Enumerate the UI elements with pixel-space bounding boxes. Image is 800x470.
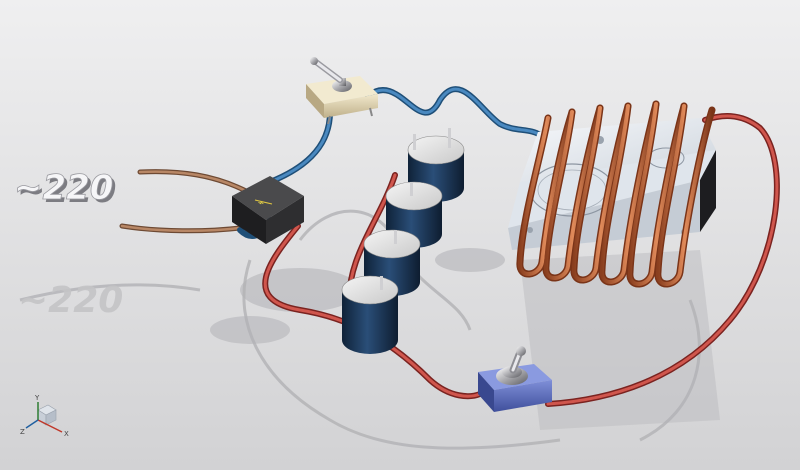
input-wires bbox=[119, 169, 251, 234]
floor-shadows bbox=[210, 248, 720, 430]
title-text-depth: ~220 bbox=[17, 171, 116, 211]
y-axis-label: Y bbox=[34, 394, 40, 402]
x-axis-label: X bbox=[64, 430, 69, 438]
title-text: ~220 bbox=[14, 168, 113, 208]
capacitor[interactable] bbox=[341, 275, 399, 354]
bridge-rectifier[interactable]: ⌁ bbox=[232, 176, 304, 244]
x-axis-line bbox=[37, 419, 63, 433]
toggle-switch-top[interactable] bbox=[306, 57, 378, 125]
z-axis-line bbox=[25, 419, 39, 429]
z-axis-label: Z bbox=[20, 428, 25, 436]
title-text-3d: ~220 ~220 bbox=[14, 168, 117, 211]
capacitor-bank[interactable] bbox=[341, 128, 465, 354]
title-reflection: ~220 bbox=[18, 280, 123, 321]
axis-triad[interactable]: X Y Z bbox=[20, 394, 69, 438]
copper-coil[interactable] bbox=[516, 100, 716, 288]
toggle-switch-bottom[interactable] bbox=[478, 346, 552, 412]
bridge-marking: ⌁ bbox=[258, 198, 264, 209]
